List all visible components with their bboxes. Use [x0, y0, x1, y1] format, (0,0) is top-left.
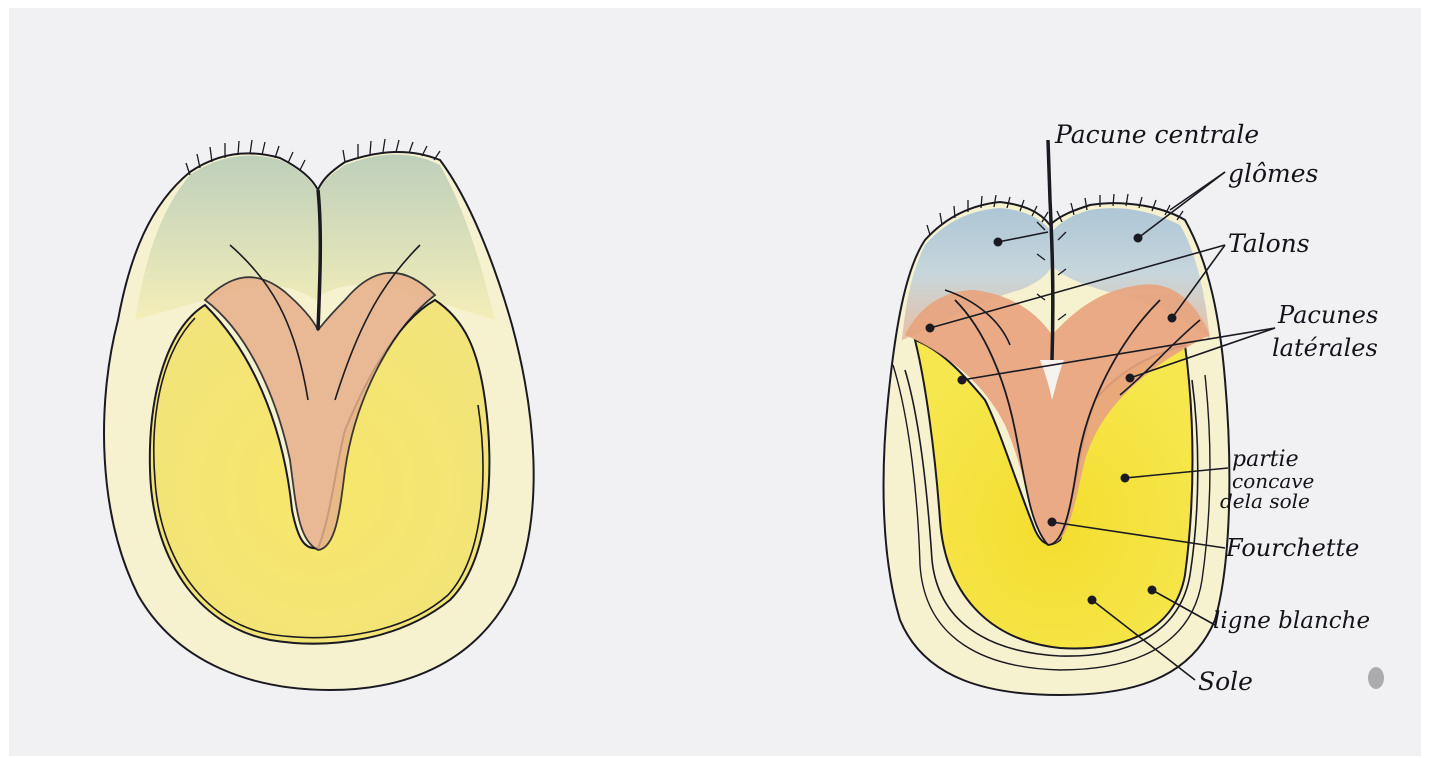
- label-lacune-centrale: Pacune centrale: [1054, 120, 1259, 149]
- left-hoof: [104, 139, 534, 690]
- label-glomes: glômes: [1228, 159, 1318, 188]
- right-hoof: [884, 140, 1230, 695]
- label-lacunes: Pacunes: [1277, 301, 1378, 329]
- left-bulbs: [135, 154, 495, 320]
- label-talons: Talons: [1228, 229, 1310, 258]
- label-laterales: latérales: [1272, 334, 1378, 362]
- label-fourchette: Fourchette: [1225, 534, 1359, 562]
- label-de-la-sole: dela sole: [1220, 489, 1310, 513]
- ink-smudge: [1368, 667, 1384, 689]
- label-ligne-blanche: ligne blanche: [1213, 608, 1370, 634]
- label-sole: Sole: [1198, 667, 1253, 696]
